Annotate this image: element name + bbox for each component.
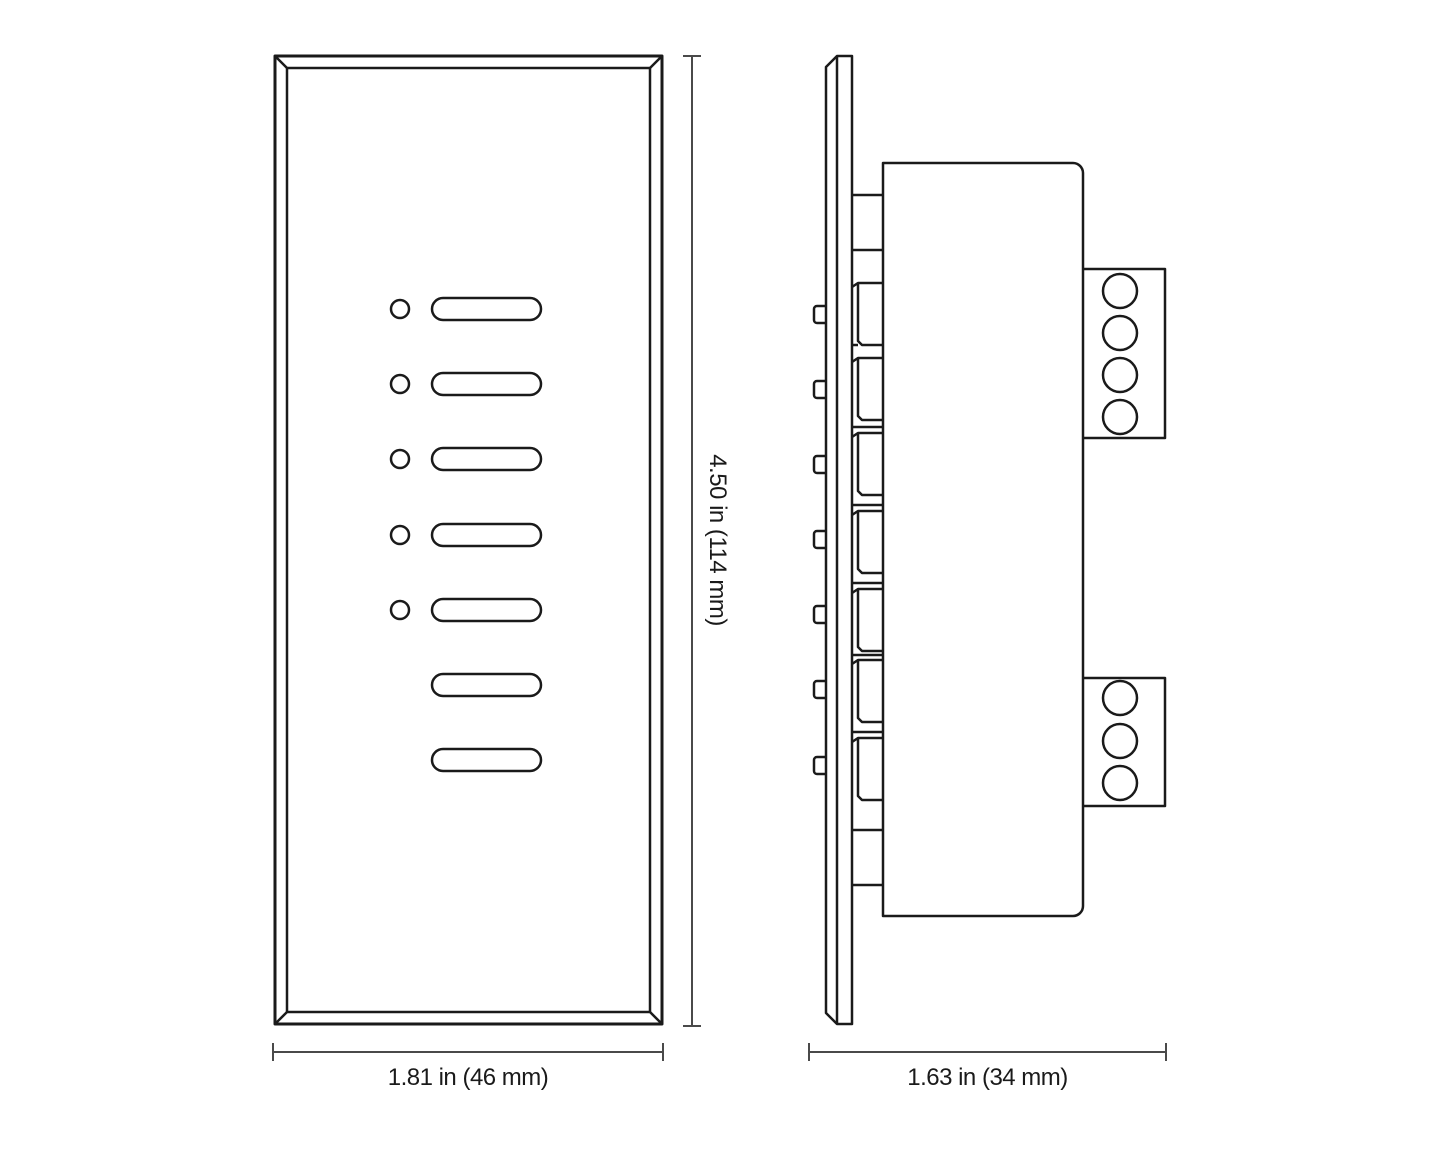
side-depth-dimension-line <box>808 1043 1167 1061</box>
led-indicator-2 <box>389 373 411 395</box>
housing-body <box>881 161 1085 918</box>
keypad-button-6 <box>430 672 543 698</box>
front-height-label: 4.50 in (114 mm) <box>704 454 731 626</box>
keypad-button-2 <box>430 371 543 397</box>
front-width-dimension-line <box>272 1043 664 1061</box>
keypad-button-7 <box>430 747 543 773</box>
keypad-button-4 <box>430 522 543 548</box>
front-height-dimension-line <box>683 55 701 1027</box>
side-depth-label: 1.63 in (34 mm) <box>907 1064 1068 1091</box>
keypad-buttons <box>430 296 543 773</box>
keypad-button-3 <box>430 446 543 472</box>
terminal-block-bottom <box>1083 676 1167 808</box>
front-view-faceplate <box>273 54 664 1026</box>
led-indicator-3 <box>389 448 411 470</box>
led-indicators <box>389 298 411 621</box>
dimension-lines <box>272 55 1167 1061</box>
keypad-button-1 <box>430 296 543 322</box>
keypad-button-5 <box>430 597 543 623</box>
front-width-label: 1.81 in (46 mm) <box>387 1064 549 1091</box>
led-indicator-5 <box>389 599 411 621</box>
led-indicator-4 <box>389 524 411 546</box>
side-view <box>812 54 1167 1026</box>
button-actuators <box>851 281 883 802</box>
led-indicator-1 <box>389 298 411 320</box>
terminal-block-top <box>1083 267 1167 440</box>
